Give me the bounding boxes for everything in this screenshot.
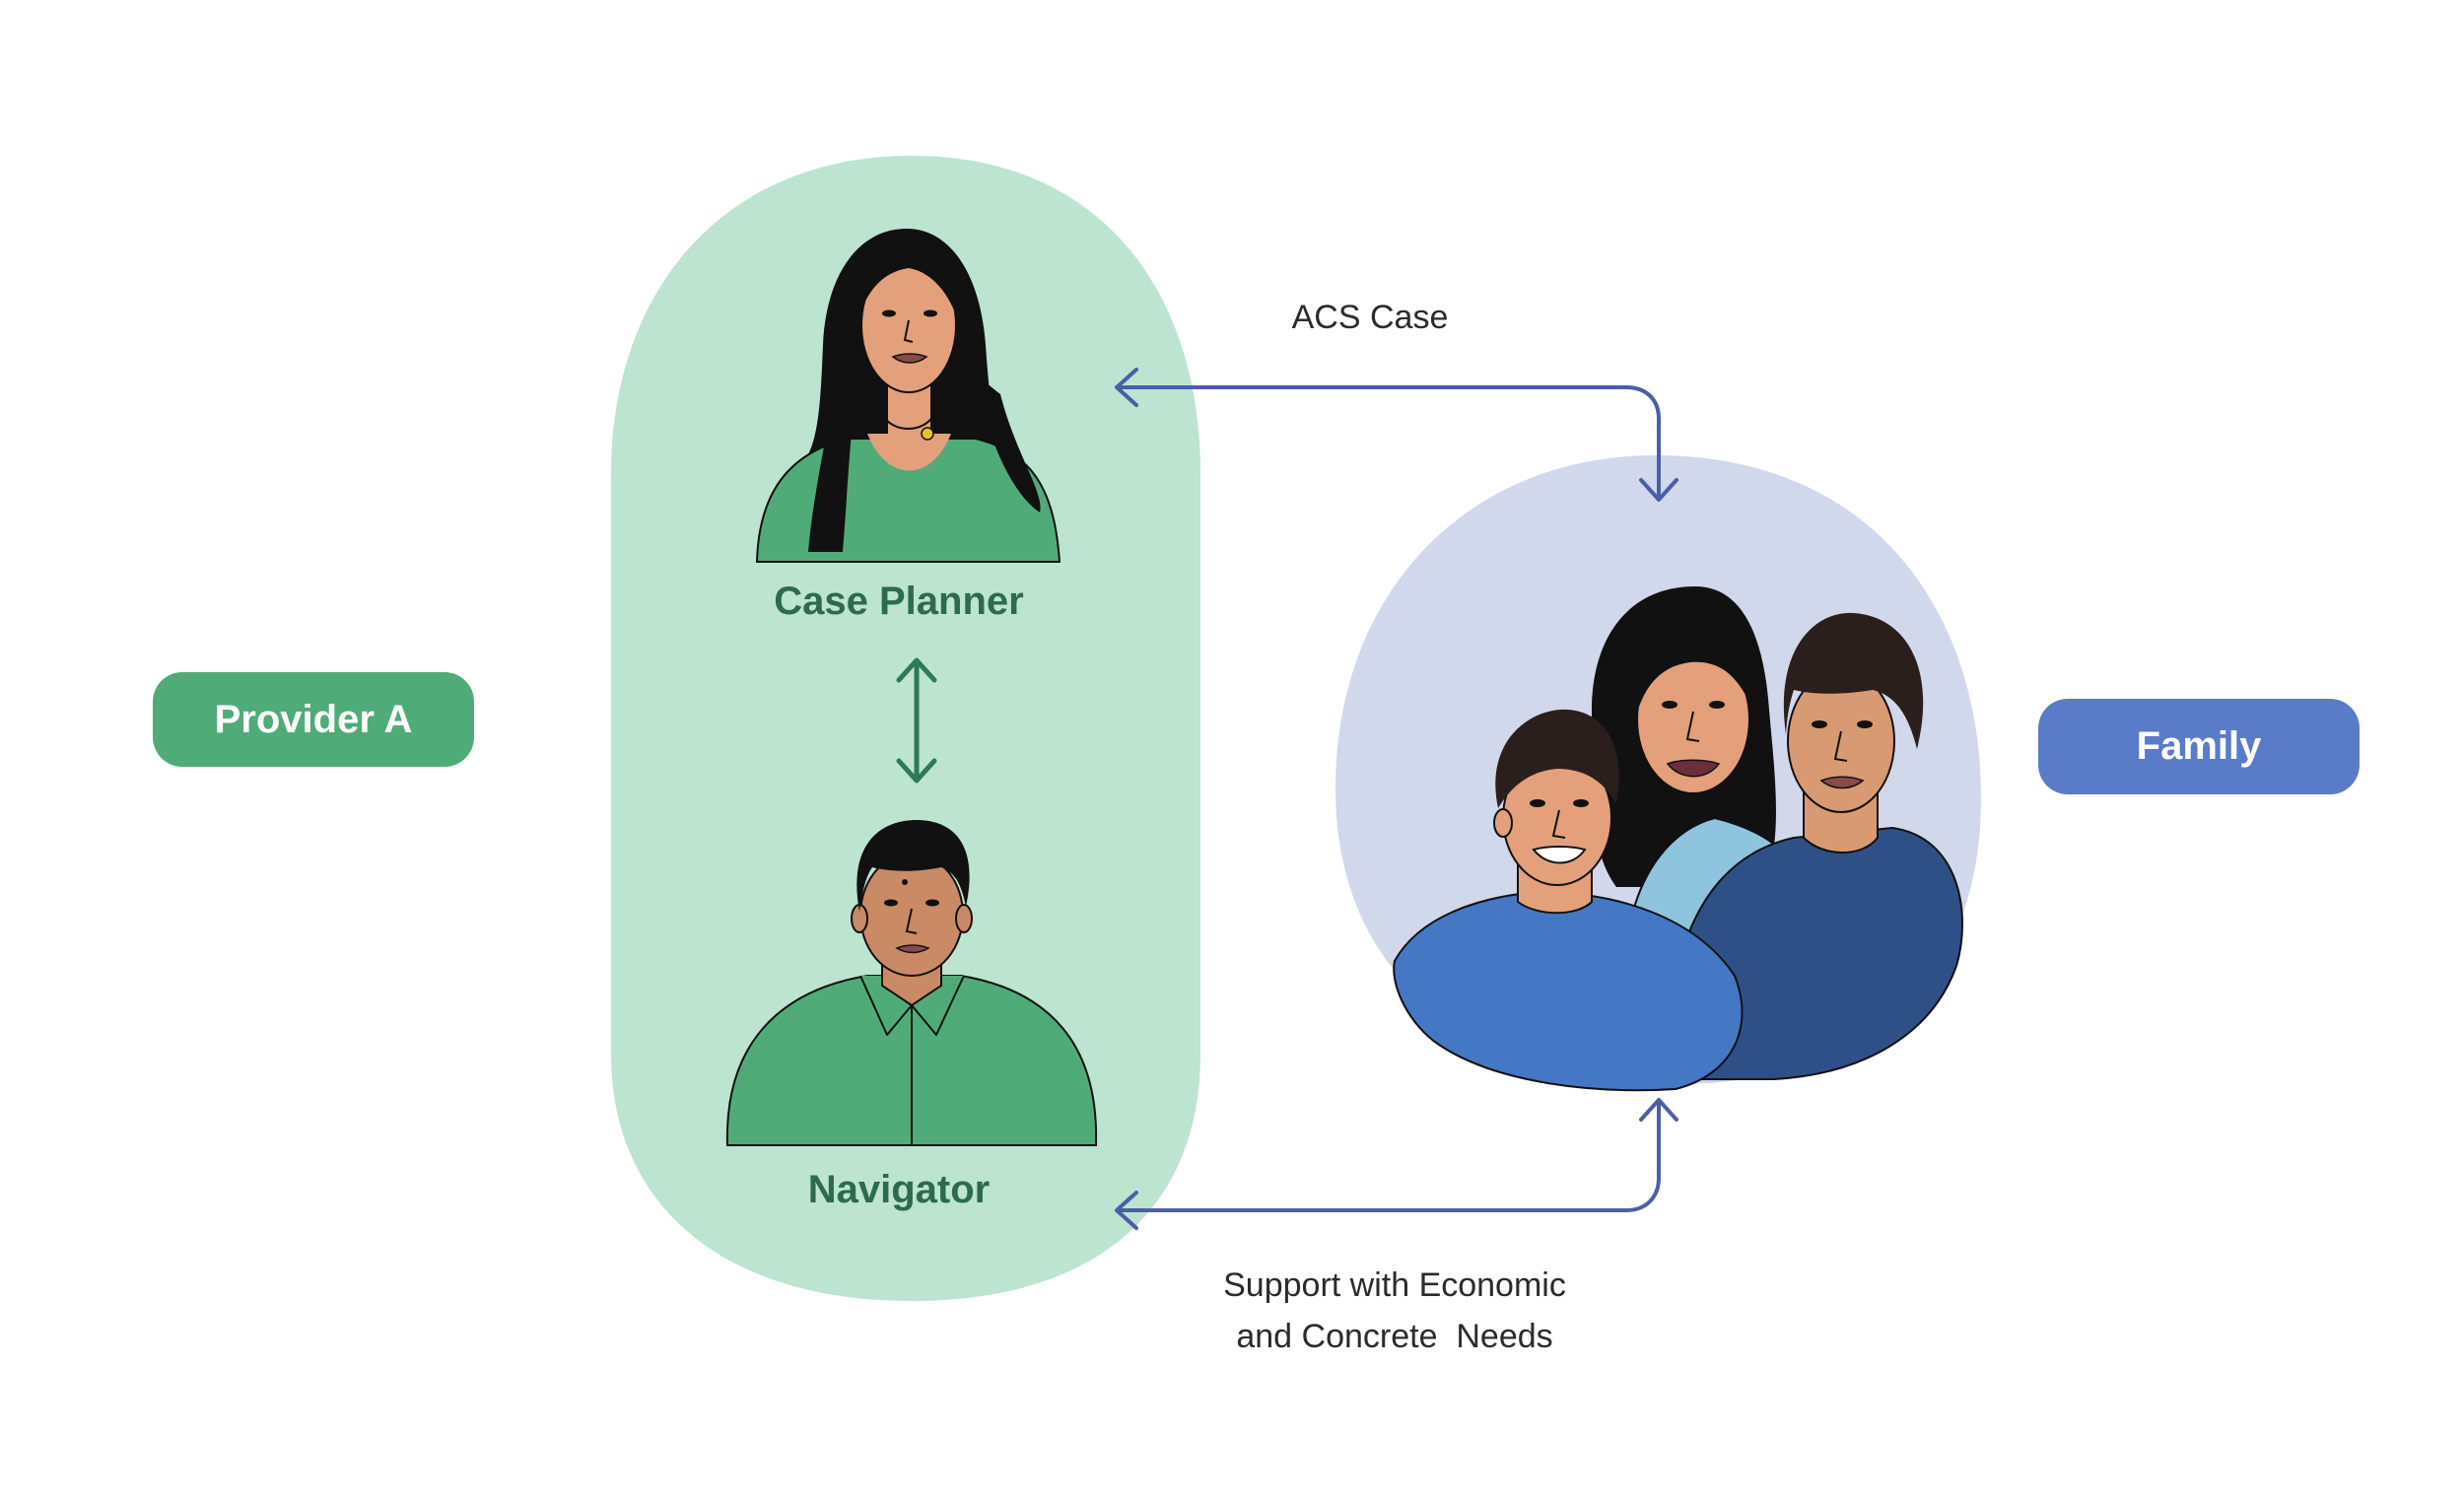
support-arrow [1115, 1098, 1678, 1230]
navigator-label: Navigator [807, 1168, 991, 1211]
woman-portrait-icon [755, 229, 1061, 563]
man-portrait-icon [725, 820, 1098, 1146]
support-label-line1: Support with Economic [1223, 1266, 1566, 1304]
support-label: Support with Economic and Concrete Needs [1148, 1260, 1641, 1362]
case-planner-label: Case Planner [774, 580, 1024, 623]
family-badge: Family [2038, 699, 2360, 794]
acs-case-label: ACS Case [1291, 299, 1449, 336]
provider-team-blob [611, 156, 1200, 1301]
family-portrait-icon [1393, 586, 1964, 1092]
support-label-line2: and Concrete Needs [1236, 1318, 1553, 1355]
provider-a-badge: Provider A [153, 672, 474, 767]
team-link-arrow [896, 657, 937, 784]
acs-case-arrow [1115, 368, 1678, 502]
